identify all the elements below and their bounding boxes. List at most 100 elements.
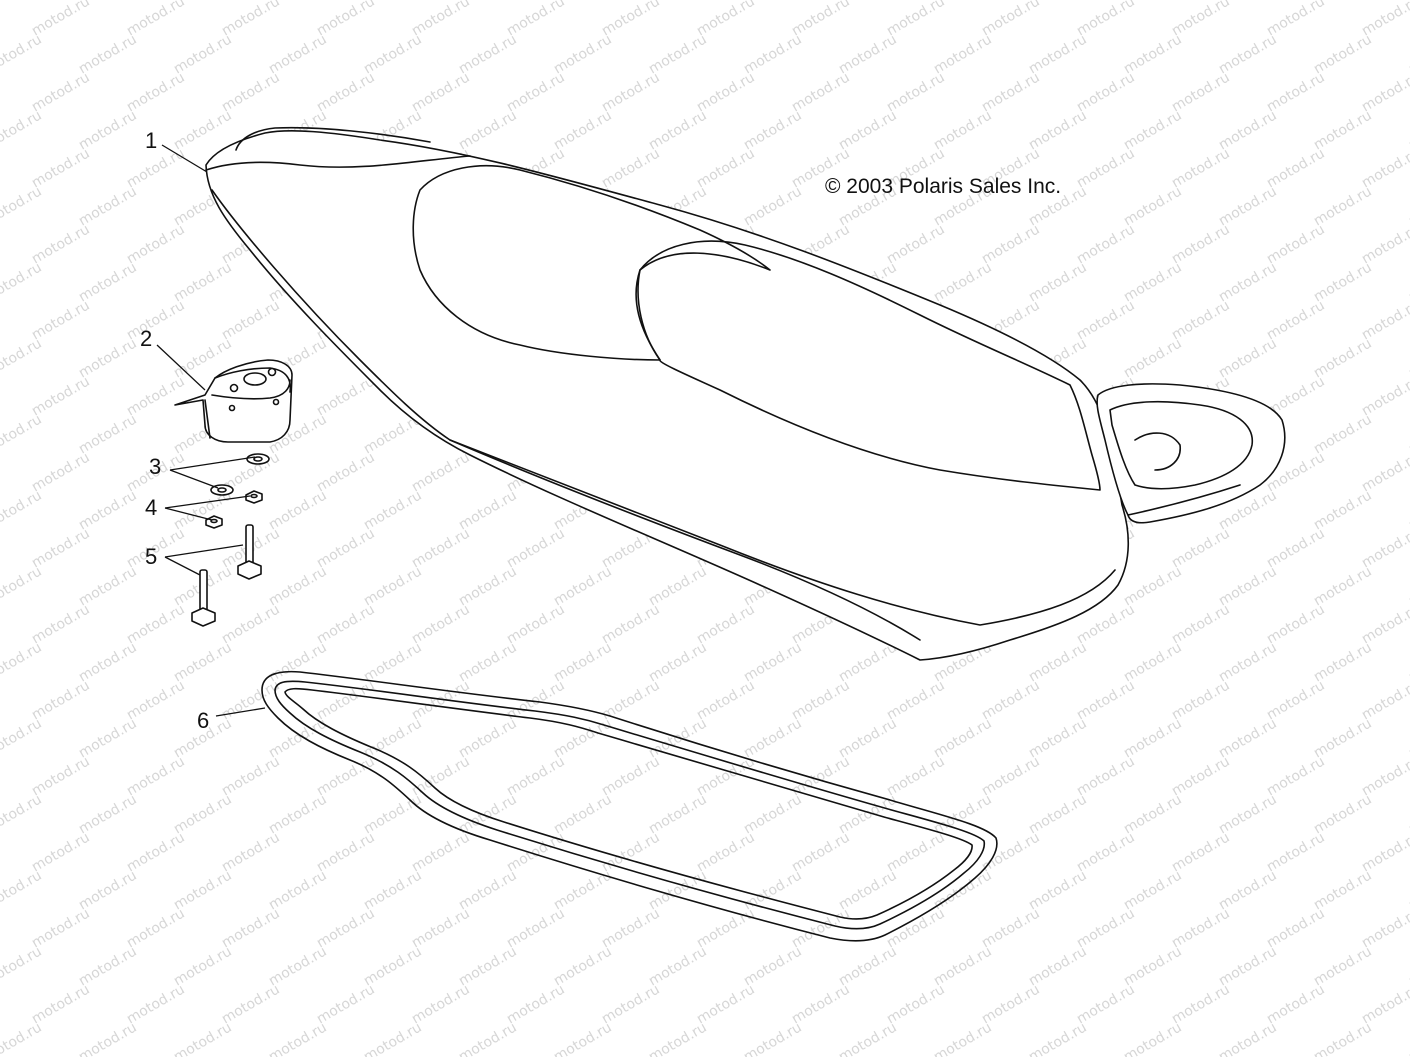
watermark-text: motod.ru: [1311, 943, 1375, 989]
watermark-text: motod.ru: [456, 563, 520, 609]
watermark-text: motod.ru: [1169, 905, 1233, 951]
watermark-text: motod.ru: [314, 601, 378, 647]
watermark-text: motod.ru: [314, 753, 378, 799]
watermark-text: motod.ru: [884, 0, 948, 39]
watermark-text: motod.ru: [694, 601, 758, 647]
bracket-part-2[interactable]: [174, 359, 293, 443]
watermark-text: motod.ru: [599, 981, 663, 1027]
watermark-text: motod.ru: [979, 677, 1043, 723]
watermark-text: motod.ru: [456, 487, 520, 533]
watermark-text: motod.ru: [76, 1019, 140, 1057]
watermark-text: motod.ru: [931, 943, 995, 989]
watermark-text: motod.ru: [361, 563, 425, 609]
bolt-part-5[interactable]: [191, 524, 262, 627]
watermark-text: motod.ru: [76, 867, 140, 913]
watermark-text: motod.ru: [0, 867, 45, 913]
watermark-text: motod.ru: [1264, 221, 1328, 267]
watermark-text: motod.ru: [124, 69, 188, 115]
watermark-text: motod.ru: [266, 563, 330, 609]
watermark-text: motod.ru: [504, 69, 568, 115]
watermark-text: motod.ru: [29, 981, 93, 1027]
watermark-text: motod.ru: [219, 905, 283, 951]
watermark-text: motod.ru: [931, 107, 995, 153]
watermark-text: motod.ru: [29, 753, 93, 799]
watermark-text: motod.ru: [1074, 221, 1138, 267]
watermark-text: motod.ru: [409, 905, 473, 951]
callout-4: 4: [145, 495, 157, 520]
watermark-text: motod.ru: [884, 69, 948, 115]
watermark-text: motod.ru: [266, 31, 330, 77]
watermark-text: motod.ru: [29, 905, 93, 951]
watermark-text: motod.ru: [694, 905, 758, 951]
watermark-text: motod.ru: [1216, 335, 1280, 381]
watermark-text: motod.ru: [266, 867, 330, 913]
watermark-text: motod.ru: [266, 1019, 330, 1057]
watermark-text: motod.ru: [1406, 183, 1410, 229]
watermark-text: motod.ru: [0, 107, 45, 153]
watermark-text: motod.ru: [1216, 791, 1280, 837]
watermark-text: motod.ru: [1216, 259, 1280, 305]
watermark-text: motod.ru: [836, 639, 900, 685]
watermark-text: motod.ru: [884, 905, 948, 951]
watermark-text: motod.ru: [0, 487, 45, 533]
watermark-text: motod.ru: [1264, 677, 1328, 723]
watermark-text: motod.ru: [1264, 525, 1328, 571]
watermark-text: motod.ru: [1216, 563, 1280, 609]
callout-1: 1: [145, 128, 157, 153]
watermark-text: motod.ru: [1121, 639, 1185, 685]
watermark-text: motod.ru: [599, 905, 663, 951]
watermark-text: motod.ru: [124, 297, 188, 343]
watermark-text: motod.ru: [456, 31, 520, 77]
washer-part-3[interactable]: [210, 453, 270, 496]
watermark-text: motod.ru: [76, 487, 140, 533]
watermark-text: motod.ru: [504, 0, 568, 39]
watermark-text: motod.ru: [171, 867, 235, 913]
watermark-text: motod.ru: [361, 943, 425, 989]
seat-part-1[interactable]: [205, 126, 1286, 661]
watermark-text: motod.ru: [1216, 639, 1280, 685]
watermark-text: motod.ru: [789, 677, 853, 723]
watermark-text: motod.ru: [219, 981, 283, 1027]
gasket-part-6[interactable]: [261, 670, 998, 942]
watermark-text: motod.ru: [646, 31, 710, 77]
watermark-text: motod.ru: [551, 791, 615, 837]
watermark-text: motod.ru: [1169, 0, 1233, 39]
watermark-text: motod.ru: [409, 601, 473, 647]
watermark-text: motod.ru: [1074, 905, 1138, 951]
watermark-text: motod.ru: [646, 1019, 710, 1057]
watermark-text: motod.ru: [1216, 31, 1280, 77]
watermark-text: motod.ru: [551, 867, 615, 913]
watermark-text: motod.ru: [314, 905, 378, 951]
watermark-text: motod.ru: [836, 791, 900, 837]
watermark-text: motod.ru: [1406, 867, 1410, 913]
watermark-text: motod.ru: [361, 791, 425, 837]
watermark-text: motod.ru: [1169, 829, 1233, 875]
watermark-text: motod.ru: [409, 0, 473, 39]
copyright-notice: © 2003 Polaris Sales Inc.: [825, 175, 1061, 198]
watermark-text: motod.ru: [219, 0, 283, 39]
watermark-text: motod.ru: [171, 107, 235, 153]
watermark-text: motod.ru: [1406, 715, 1410, 761]
watermark-text: motod.ru: [76, 335, 140, 381]
watermark-text: motod.ru: [1311, 715, 1375, 761]
watermark-text: motod.ru: [1264, 0, 1328, 39]
watermark-text: motod.ru: [219, 69, 283, 115]
watermark-text: motod.ru: [789, 69, 853, 115]
watermark-text: motod.ru: [741, 31, 805, 77]
watermark-text: motod.ru: [551, 107, 615, 153]
watermark-text: motod.ru: [456, 791, 520, 837]
watermark-text: motod.ru: [504, 601, 568, 647]
watermark-text: motod.ru: [1264, 753, 1328, 799]
watermark-text: motod.ru: [1216, 943, 1280, 989]
watermark-text: motod.ru: [0, 411, 45, 457]
watermark-text: motod.ru: [124, 905, 188, 951]
watermark-text: motod.ru: [266, 791, 330, 837]
watermark-text: motod.ru: [979, 753, 1043, 799]
watermark-text: motod.ru: [789, 829, 853, 875]
watermark-text: motod.ru: [694, 69, 758, 115]
watermark-text: motod.ru: [456, 943, 520, 989]
watermark-text: motod.ru: [1074, 677, 1138, 723]
watermark-text: motod.ru: [456, 1019, 520, 1057]
watermark-text: motod.ru: [1074, 69, 1138, 115]
watermark-text: motod.ru: [409, 449, 473, 495]
